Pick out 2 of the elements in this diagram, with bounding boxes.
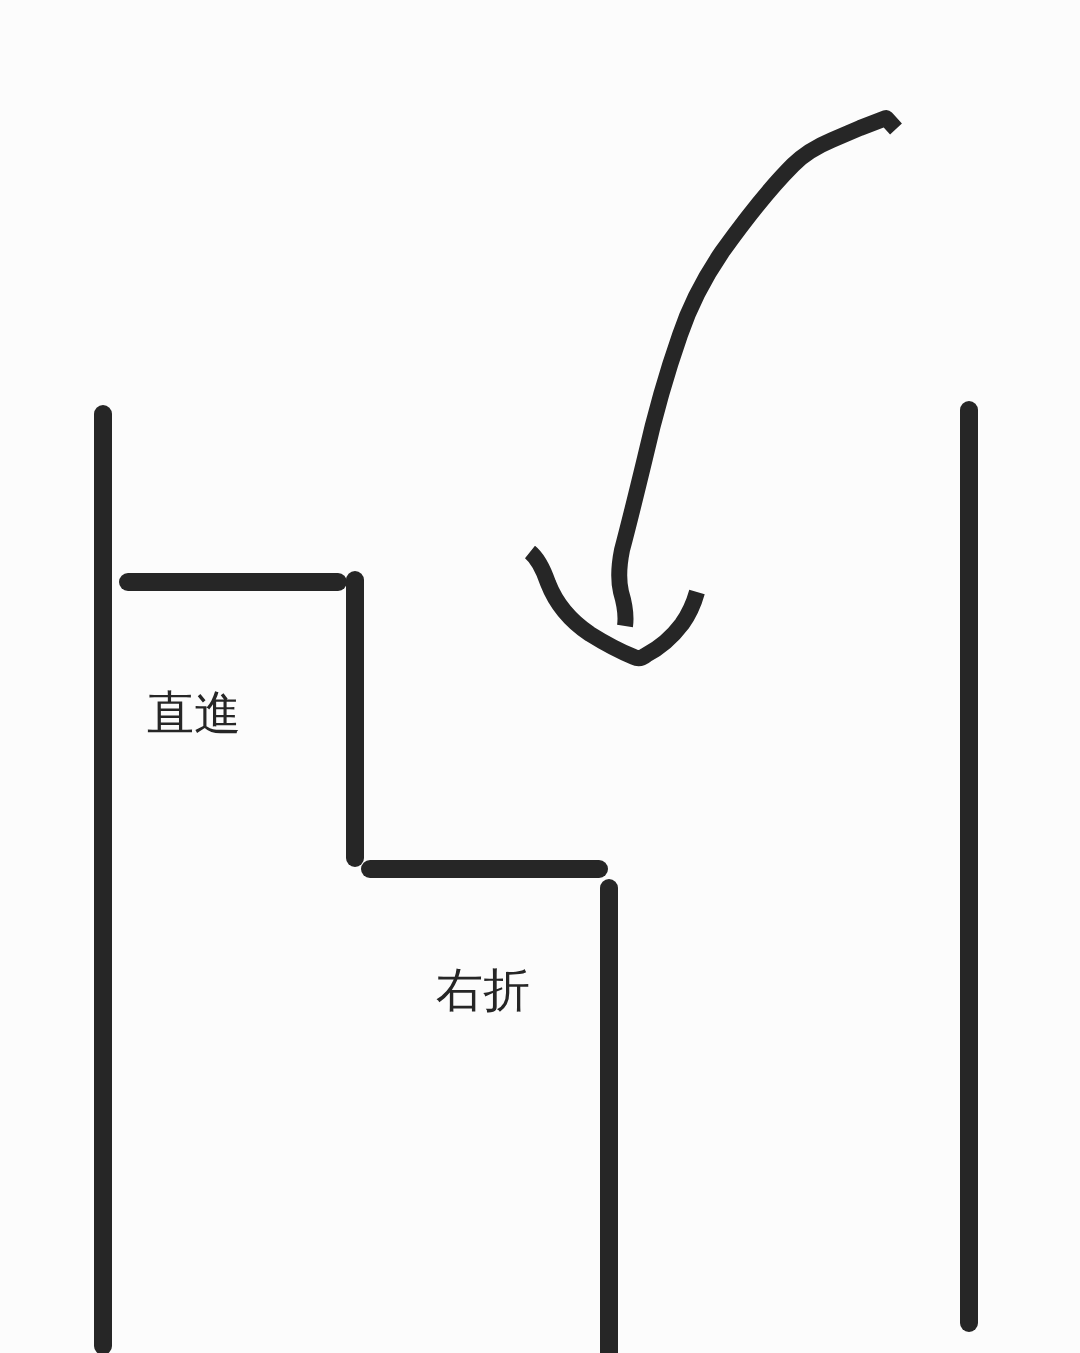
lane-label: 直進 — [147, 689, 241, 736]
lane-label: 右折 — [436, 966, 530, 1013]
